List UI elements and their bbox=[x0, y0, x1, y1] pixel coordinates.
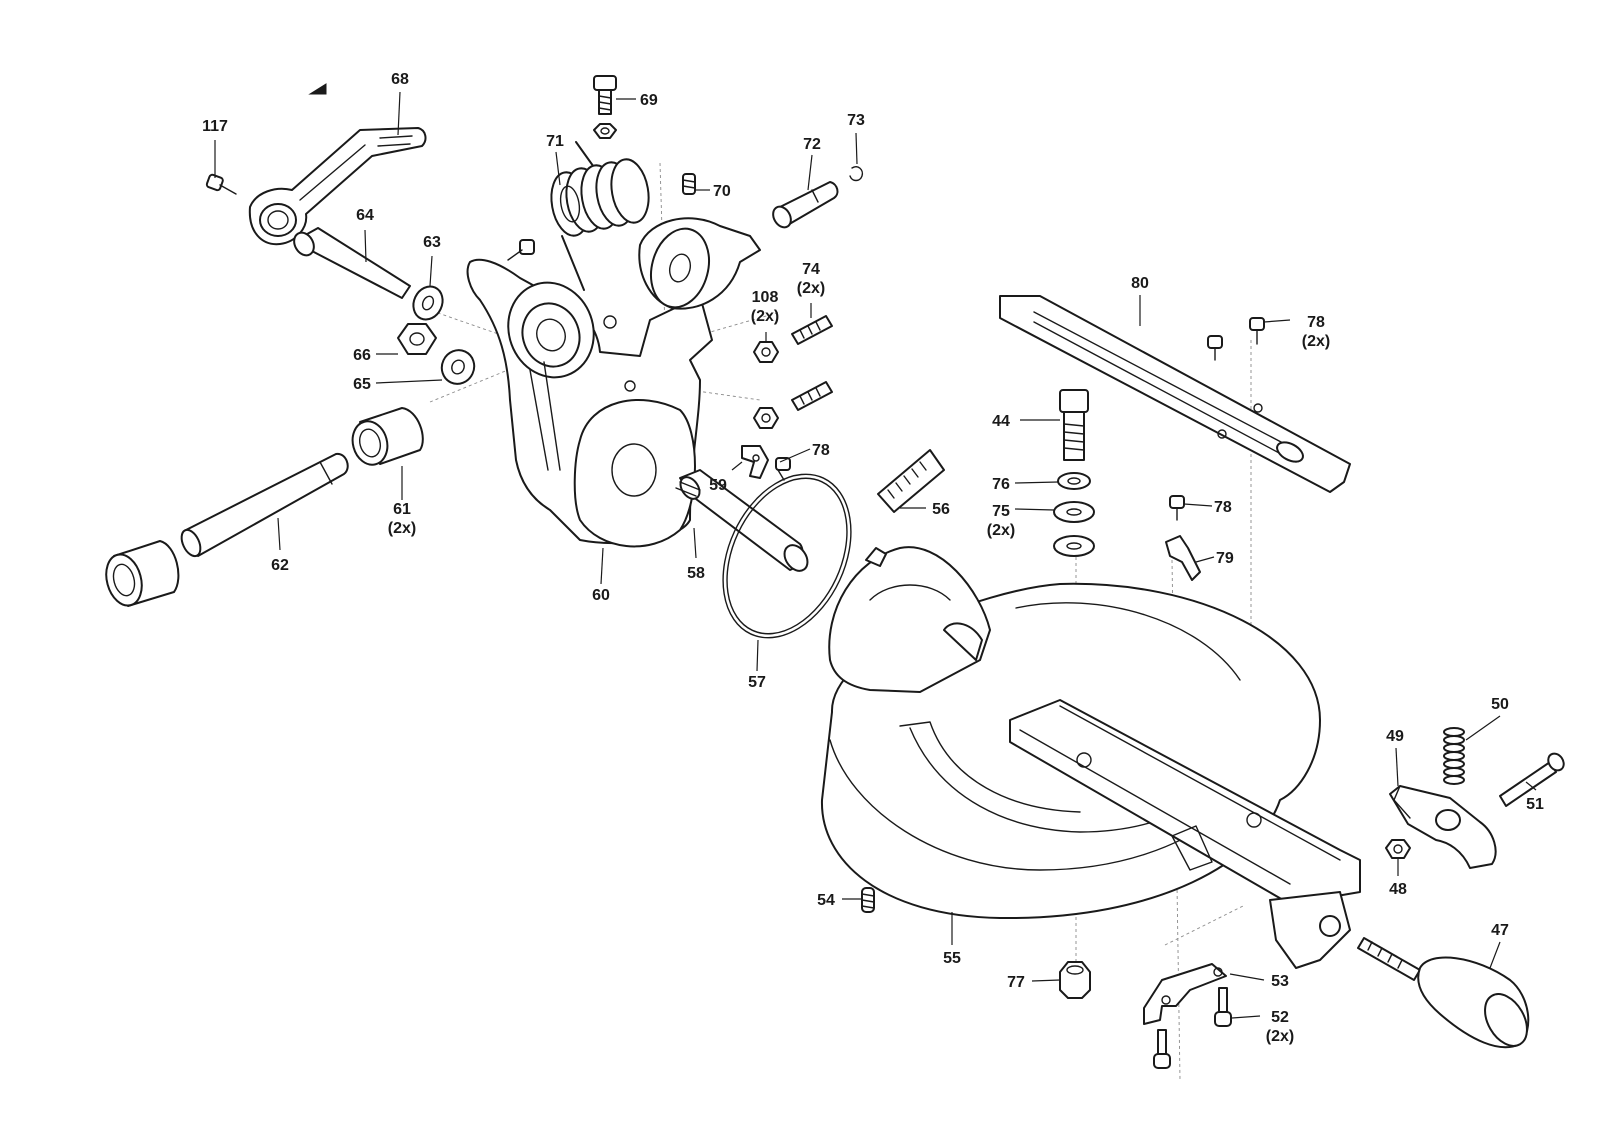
callout-72: 72 bbox=[803, 136, 821, 153]
screw-near-arm bbox=[507, 239, 535, 261]
torsion-spring-71 bbox=[550, 141, 650, 291]
callout-labels: 117 68 69 71 70 72 73 64 63 108 (2x) 74 … bbox=[202, 71, 1544, 1045]
shaft-64 bbox=[293, 227, 411, 299]
arm-housing-60 bbox=[466, 217, 761, 548]
callout-76: 76 bbox=[992, 476, 1010, 493]
clamp-lever-49 bbox=[1389, 785, 1497, 869]
washer-65 bbox=[440, 349, 476, 385]
set-screw-70 bbox=[682, 173, 696, 195]
callout-75: 75 bbox=[992, 503, 1010, 520]
callout-75-qty: (2x) bbox=[987, 522, 1015, 539]
callout-49: 49 bbox=[1386, 728, 1404, 745]
scale-plate-56 bbox=[877, 449, 945, 513]
screw-117 bbox=[205, 173, 237, 195]
bracket-53 bbox=[1143, 963, 1227, 1025]
callout-78-fence-qty: (2x) bbox=[1302, 333, 1330, 350]
screw-78-fence bbox=[1207, 317, 1265, 361]
e-clip-73 bbox=[849, 166, 864, 182]
callout-108: 108 bbox=[752, 289, 779, 306]
locknut-77 bbox=[1059, 961, 1091, 999]
nut-108 bbox=[753, 341, 779, 429]
knob-47 bbox=[1357, 937, 1530, 1049]
leader-lines bbox=[214, 91, 1537, 1019]
bushing-61 bbox=[351, 407, 424, 466]
callout-77: 77 bbox=[1007, 974, 1025, 991]
washer-63 bbox=[412, 285, 444, 321]
pin-72 bbox=[772, 181, 839, 229]
bracket-59 bbox=[741, 445, 769, 479]
callout-47: 47 bbox=[1491, 922, 1509, 939]
bolt-69 bbox=[593, 75, 617, 139]
callout-117: 117 bbox=[202, 118, 228, 135]
bracket-79 bbox=[1165, 535, 1201, 581]
callout-55: 55 bbox=[943, 950, 961, 967]
hex-nut-66 bbox=[397, 323, 437, 355]
callout-78-table: 78 bbox=[1214, 499, 1232, 516]
callout-52: 52 bbox=[1271, 1009, 1289, 1026]
callout-74: 74 bbox=[802, 261, 820, 278]
callout-66: 66 bbox=[353, 347, 371, 364]
washer-76 bbox=[1057, 472, 1091, 490]
callout-58: 58 bbox=[687, 565, 705, 582]
callout-74-qty: (2x) bbox=[797, 280, 825, 297]
nut-48 bbox=[1385, 839, 1411, 859]
screw-78-arm bbox=[775, 457, 791, 481]
washer-75 bbox=[1053, 501, 1095, 557]
callout-56: 56 bbox=[932, 501, 950, 518]
threaded-stud-74 bbox=[791, 315, 833, 411]
callout-52-qty: (2x) bbox=[1266, 1028, 1294, 1045]
callout-62: 62 bbox=[271, 557, 289, 574]
callout-65: 65 bbox=[353, 376, 371, 393]
callout-50: 50 bbox=[1491, 696, 1509, 713]
callout-48: 48 bbox=[1389, 881, 1407, 898]
screw-52 bbox=[1153, 987, 1232, 1069]
fence-bar-80 bbox=[999, 295, 1351, 493]
callout-54: 54 bbox=[817, 892, 835, 909]
callout-68: 68 bbox=[391, 71, 409, 88]
callout-64: 64 bbox=[356, 207, 374, 224]
blade-guard-housing bbox=[828, 546, 991, 693]
callout-70: 70 bbox=[713, 183, 731, 200]
callout-73: 73 bbox=[847, 112, 865, 129]
callout-78-fence: 78 bbox=[1307, 314, 1325, 331]
tube-62 bbox=[180, 452, 349, 558]
retaining-ring-57 bbox=[722, 473, 852, 639]
callout-51: 51 bbox=[1526, 796, 1544, 813]
callout-80: 80 bbox=[1131, 275, 1149, 292]
callout-59: 59 bbox=[709, 477, 727, 494]
callout-79: 79 bbox=[1216, 550, 1234, 567]
callout-63: 63 bbox=[423, 234, 441, 251]
handle-lever-68 bbox=[248, 127, 427, 246]
callout-44: 44 bbox=[992, 413, 1010, 430]
callout-71: 71 bbox=[546, 133, 564, 150]
bolt-44 bbox=[1059, 389, 1089, 461]
callout-69: 69 bbox=[640, 92, 658, 109]
callout-78-arm: 78 bbox=[812, 442, 830, 459]
callout-53: 53 bbox=[1271, 973, 1289, 990]
set-screw-54 bbox=[861, 887, 875, 913]
callout-61: 61 bbox=[393, 501, 411, 518]
screw-78-table bbox=[1169, 495, 1185, 521]
spring-50 bbox=[1443, 727, 1465, 785]
callout-57: 57 bbox=[748, 674, 766, 691]
view-direction-marker bbox=[308, 83, 327, 95]
callout-60: 60 bbox=[592, 587, 610, 604]
callout-108-qty: (2x) bbox=[751, 308, 779, 325]
callout-61-qty: (2x) bbox=[388, 520, 416, 537]
bushing-61-b bbox=[105, 540, 180, 607]
